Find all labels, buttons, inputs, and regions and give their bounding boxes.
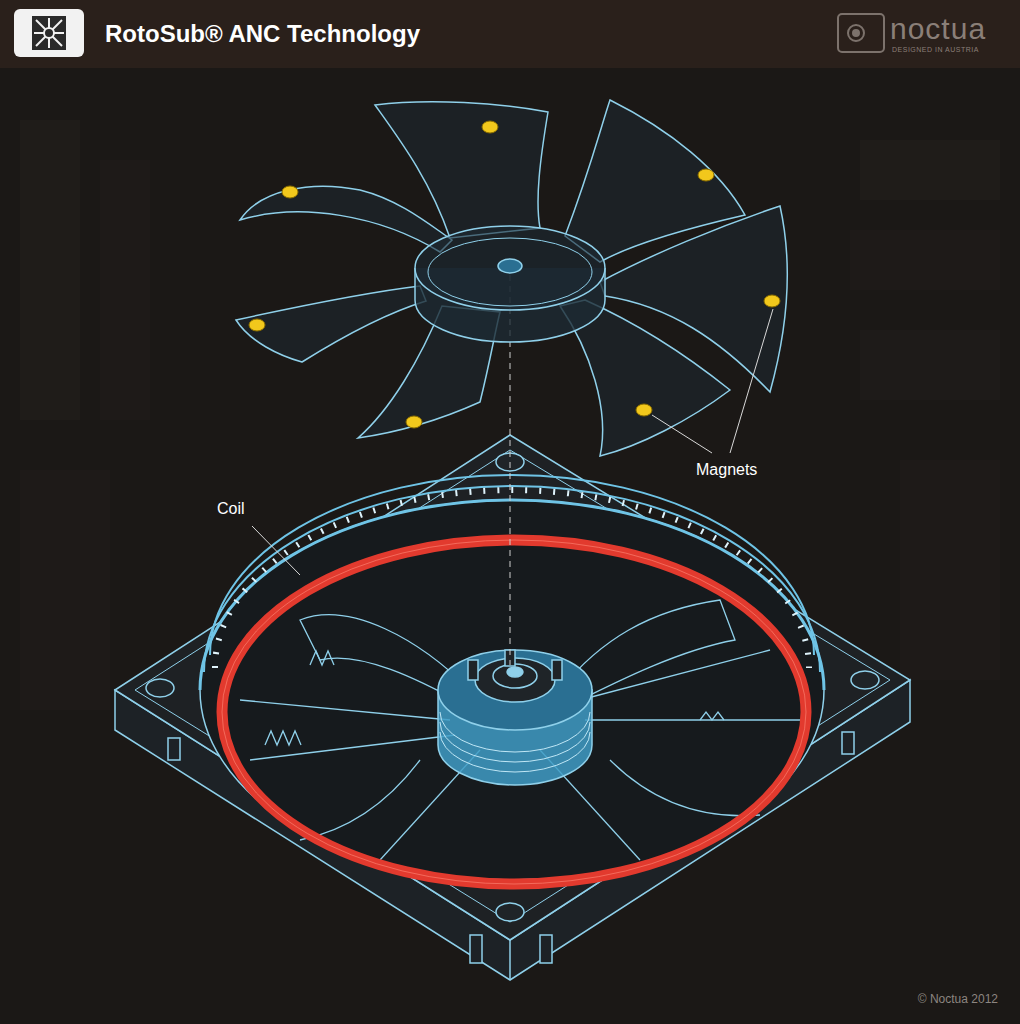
brand-logo: noctua: [890, 12, 986, 46]
coil-highlight: [222, 540, 806, 884]
logo-mark: [838, 14, 884, 52]
part-label: Coil: [217, 500, 245, 518]
header-icon: [14, 9, 84, 57]
impeller-blades: [236, 100, 787, 456]
fan-struts: [240, 600, 800, 860]
page-title: RotoSub® ANC Technology: [105, 20, 420, 48]
header-bar: [0, 0, 1020, 68]
copyright-note: © Noctua 2012: [918, 992, 998, 1006]
part-label: Magnets: [696, 461, 757, 479]
coil-ring: [222, 540, 806, 884]
fan-frame: [115, 435, 910, 963]
blade-magnets: [249, 121, 780, 428]
motor-hub: [438, 650, 592, 785]
leader-lines: [252, 309, 773, 575]
impeller-hub: [415, 226, 605, 342]
brand-tagline: DESIGNED IN AUSTRIA: [892, 46, 979, 53]
